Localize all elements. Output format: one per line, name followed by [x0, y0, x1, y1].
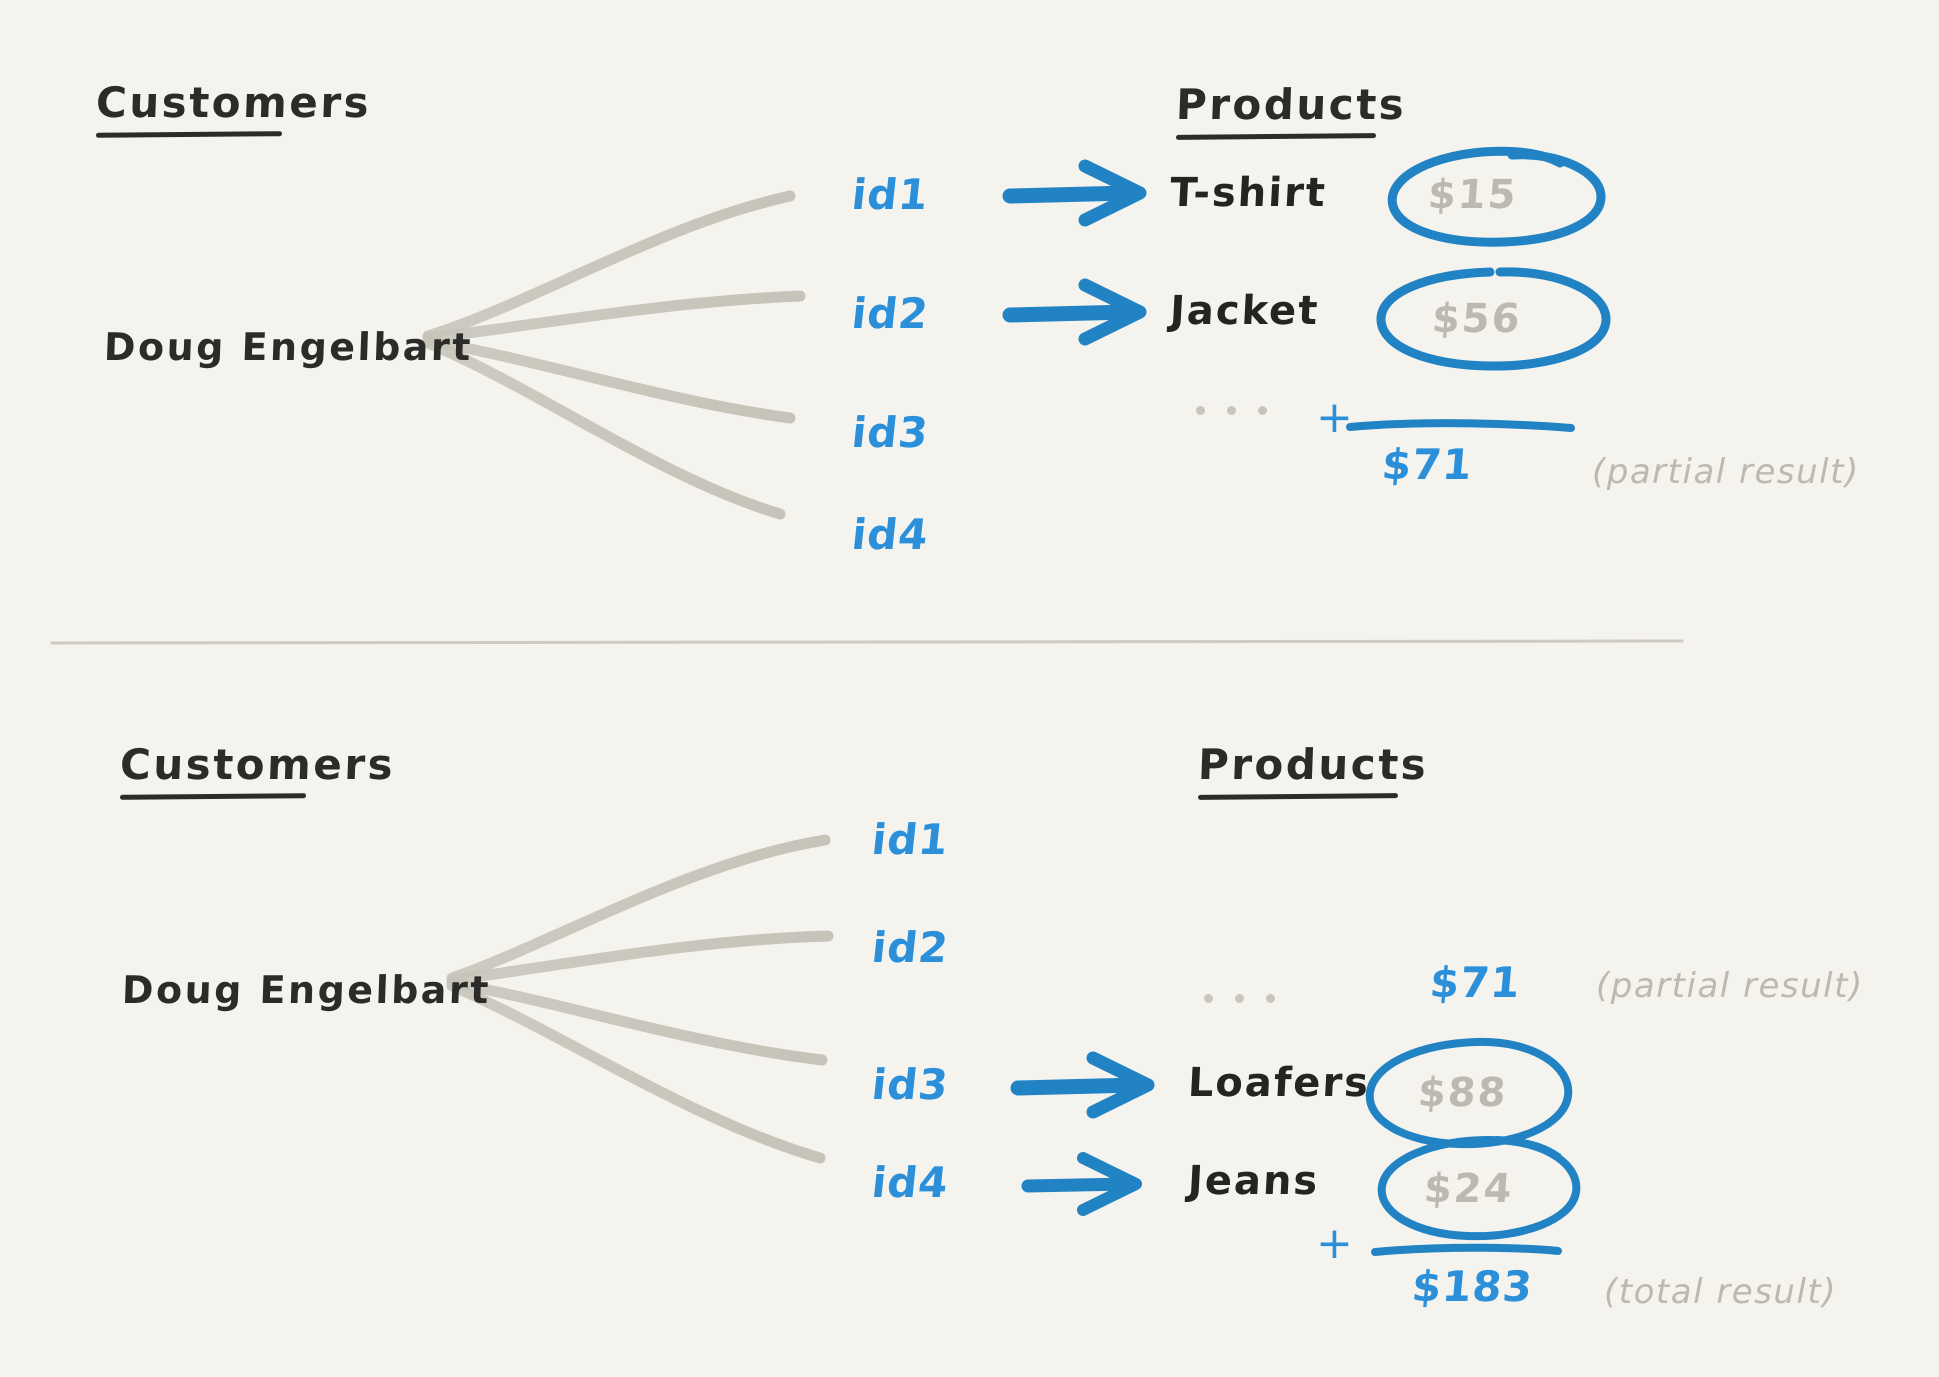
sum-amount-bottom: $183: [1409, 1262, 1536, 1311]
id-label-bottom-4[interactable]: id4: [869, 1158, 952, 1207]
products-heading-top-underline: [1175, 133, 1377, 140]
ellipsis-dot: [1204, 994, 1213, 1003]
plus-sign-bottom: +: [1316, 1218, 1353, 1269]
customers-heading-top: Customers: [95, 78, 372, 138]
id-label-top-2[interactable]: id2: [849, 289, 932, 338]
carried-over-amount-bottom: $71: [1427, 958, 1523, 1007]
customers-heading-top-underline: [95, 131, 283, 138]
ellipsis-dot: [1266, 994, 1275, 1003]
price-bottom-1: $88: [1416, 1070, 1510, 1116]
carried-over-note-bottom: (partial result): [1596, 966, 1864, 1006]
customers-heading-bottom-text: Customers: [119, 740, 396, 789]
product-name-top-2[interactable]: Jacket: [1168, 288, 1321, 334]
id-label-bottom-2[interactable]: id2: [869, 923, 952, 972]
customers-heading-top-text: Customers: [95, 78, 372, 127]
arrow-id2-to-jacket: [1002, 278, 1147, 346]
sum-note-top: (partial result): [1592, 452, 1860, 492]
plus-sign-top: +: [1316, 392, 1353, 443]
fan-lines-bottom: [446, 834, 834, 1164]
id-label-top-1[interactable]: id1: [849, 170, 932, 219]
price-bottom-2: $24: [1422, 1166, 1516, 1212]
products-heading-bottom-underline: [1197, 793, 1399, 800]
price-top-1: $15: [1426, 172, 1520, 218]
product-name-top-1[interactable]: T-shirt: [1168, 170, 1329, 216]
arrow-id3-to-loafers: [1010, 1051, 1155, 1119]
ellipsis-dot: [1258, 406, 1267, 415]
sum-rule-top: [1346, 419, 1575, 432]
section-divider: [50, 639, 1684, 645]
fan-lines-top: [422, 190, 806, 520]
arrow-id4-to-jeans: [1021, 1152, 1142, 1216]
products-heading-top: Products: [1175, 80, 1408, 140]
ellipsis-dot: [1235, 994, 1244, 1003]
price-top-2: $56: [1430, 296, 1524, 342]
customers-heading-bottom-underline: [119, 793, 307, 800]
ellipsis-top: [1196, 406, 1267, 415]
id-label-bottom-3[interactable]: id3: [869, 1060, 952, 1109]
sum-note-bottom: (total result): [1604, 1272, 1838, 1312]
products-heading-bottom: Products: [1197, 740, 1430, 800]
customer-name-top: Doug Engelbart: [103, 325, 474, 369]
product-name-bottom-1[interactable]: Loafers: [1186, 1060, 1372, 1106]
sum-rule-bottom: [1371, 1243, 1562, 1256]
sum-amount-top: $71: [1379, 440, 1475, 489]
id-label-bottom-1[interactable]: id1: [869, 815, 952, 864]
customer-name-bottom: Doug Engelbart: [121, 968, 492, 1012]
arrow-id1-to-tshirt: [1002, 159, 1147, 227]
ellipsis-bottom: [1204, 994, 1275, 1003]
ellipsis-dot: [1227, 406, 1236, 415]
id-label-top-3[interactable]: id3: [849, 408, 932, 457]
products-heading-bottom-text: Products: [1197, 740, 1430, 789]
customers-heading-bottom: Customers: [119, 740, 396, 800]
ellipsis-dot: [1196, 406, 1205, 415]
products-heading-top-text: Products: [1175, 80, 1408, 129]
id-label-top-4[interactable]: id4: [849, 510, 932, 559]
product-name-bottom-2[interactable]: Jeans: [1186, 1158, 1321, 1204]
